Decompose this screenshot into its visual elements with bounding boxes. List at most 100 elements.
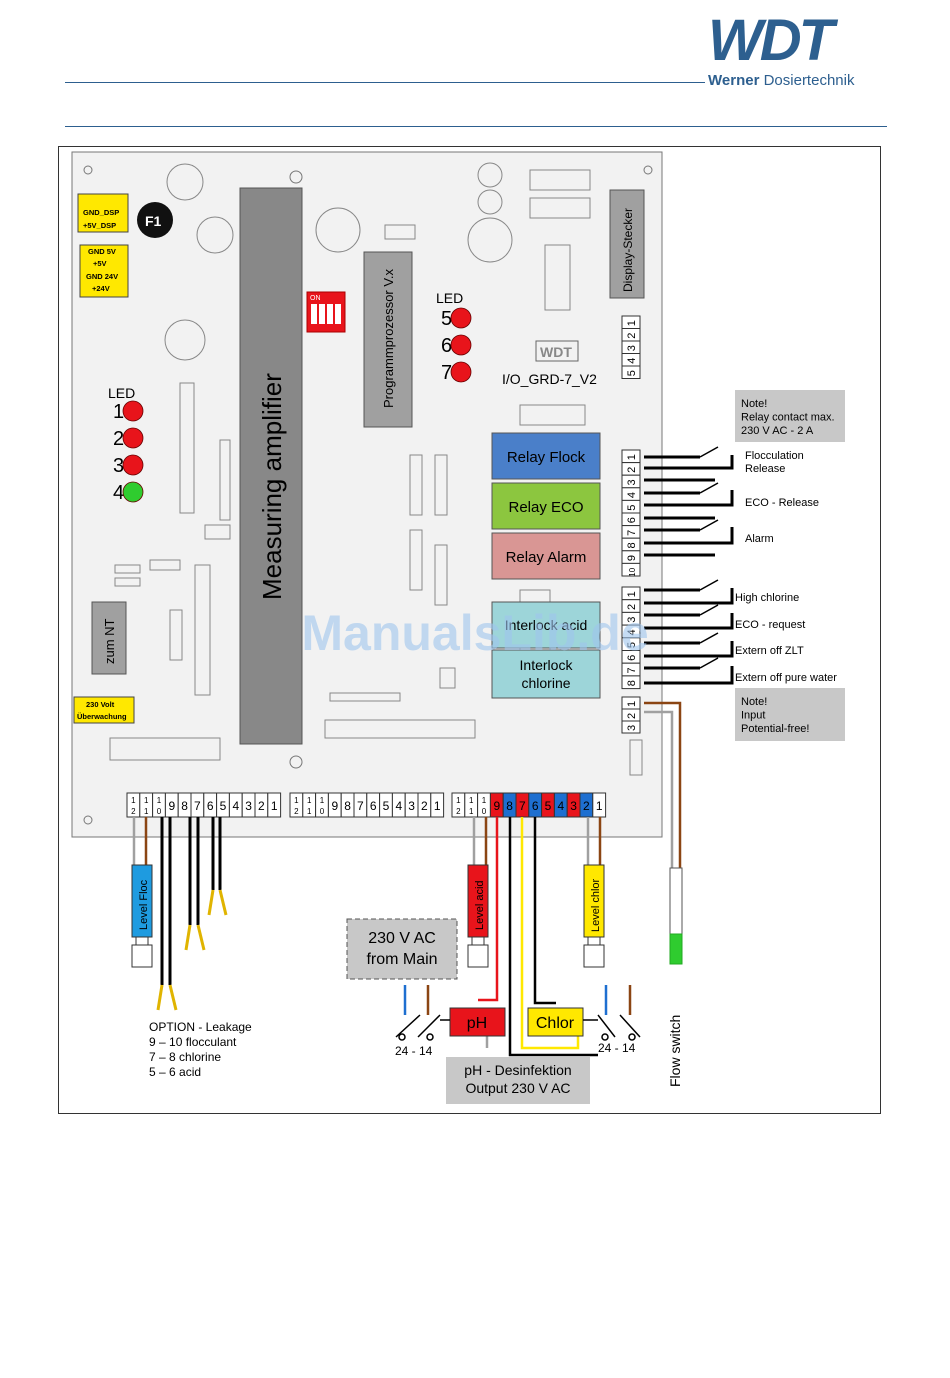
terminal-number: 1 [469, 796, 474, 805]
option-leakage-line: OPTION - Leakage [149, 1020, 252, 1034]
terminal-number: 1 [307, 807, 312, 816]
terminal-strip-flow: 123 [621, 696, 641, 734]
terminal-number: 4 [626, 492, 638, 498]
terminal-number: 1 [469, 807, 474, 816]
interlock-acid-box [491, 601, 601, 649]
program-processor-block [363, 251, 413, 428]
terminal-number: 7 [519, 799, 526, 813]
header-rule-bottom [65, 126, 887, 127]
interlock-acid-label: Interlock acid [505, 617, 587, 633]
led-indicator [122, 400, 144, 422]
range-right-label: 24 - 14 [598, 1041, 636, 1055]
note-line: Note! [741, 696, 767, 708]
note-input-box [735, 688, 845, 741]
led-number: 6 [441, 335, 452, 357]
terminal-number: 1 [626, 591, 638, 597]
interlock-chlorine-box [491, 649, 601, 699]
led-indicator [450, 307, 472, 329]
wdt-logo: WDT Werner Dosiertechnik [708, 8, 886, 90]
terminal-number: 8 [626, 680, 638, 686]
terminal-cell [621, 365, 641, 379]
display-connector [609, 189, 645, 299]
mains-label-line2: from Main [366, 951, 437, 968]
program-processor-label: Programmprozessor V.x [381, 269, 396, 408]
terminal-number: 3 [570, 799, 577, 813]
terminal-number: 6 [626, 655, 638, 661]
terminal-number: 2 [294, 807, 299, 816]
terminal-number: 3 [408, 799, 415, 813]
output-flocculation-label: Flocculation [745, 450, 804, 462]
terminal-cell [621, 675, 641, 690]
led-indicator [450, 334, 472, 356]
led-number: 7 [441, 362, 452, 384]
led-number: 5 [441, 308, 452, 330]
terminal-number: 1 [144, 807, 149, 816]
terminal-number: 2 [258, 799, 265, 813]
input-high-chlorine-label: High chlorine [735, 592, 799, 604]
terminal-number: 0 [320, 807, 325, 816]
note-line: Note! [741, 398, 767, 410]
terminal-number: 5 [220, 799, 227, 813]
ph-pump-box [449, 1007, 506, 1037]
terminal-number: 3 [626, 479, 638, 485]
terminal-number: 3 [626, 345, 638, 351]
terminal-number: 9 [493, 799, 500, 813]
note-line: Input [741, 710, 765, 722]
input-extern-off-pure-water-label: Extern off pure water [735, 672, 837, 684]
terminal-number: 7 [357, 799, 364, 813]
relay-label: Relay ECO [508, 499, 583, 516]
terminal-number: 1 [626, 454, 638, 460]
level-acid-label: Level acid [474, 880, 486, 930]
terminal-number: 6 [626, 517, 638, 523]
power-supply-connector [91, 601, 127, 675]
terminal-number: 2 [131, 807, 136, 816]
output-box [446, 1057, 590, 1104]
flow-switch-label: Flow switch [667, 1015, 683, 1087]
terminal-number: 3 [626, 617, 638, 623]
led-indicator [122, 427, 144, 449]
relay-output-wiring [644, 455, 734, 685]
option-leakage-line: 7 – 8 chlorine [149, 1050, 221, 1064]
terminal-number: 8 [181, 799, 188, 813]
ph-pump-label: pH [467, 1015, 487, 1032]
terminal-number: 6 [207, 799, 214, 813]
logo-mark: WDT [708, 8, 834, 73]
terminal-number: 2 [626, 333, 638, 339]
terminal-number: 0 [157, 807, 162, 816]
dip-switch-on-label: ON [310, 295, 321, 302]
watermark: ManualsLib.de [301, 605, 648, 661]
output-box-line2: Output 230 V AC [465, 1080, 570, 1096]
input-eco-request-label: ECO - request [735, 619, 805, 631]
terminal-number: 7 [626, 667, 638, 673]
relay-box [491, 532, 601, 580]
interlock-chlorine-label-line1: Interlock [520, 657, 574, 673]
measuring-amplifier-label: Measuring amplifier [257, 373, 287, 600]
led-group-right: 5 6 7 [441, 307, 472, 384]
terminal-number: 1 [626, 701, 638, 707]
mains-box [346, 918, 458, 980]
terminal-number: 5 [626, 370, 638, 376]
terminal-number: 4 [232, 799, 239, 813]
output-eco-release-label: ECO - Release [745, 497, 819, 509]
fuse-f1-label: F1 [145, 213, 162, 229]
option-leakage-line: 9 – 10 flocculant [149, 1035, 237, 1049]
note-line: Relay contact max. [741, 412, 835, 424]
terminal-number: 2 [626, 467, 638, 473]
led-indicator [122, 454, 144, 476]
chlor-pump-label: Chlor [536, 1015, 575, 1032]
led-number: 3 [113, 455, 124, 477]
measuring-amplifier-block [239, 187, 303, 745]
level-floc-label: Level Floc [138, 879, 150, 930]
terminal-number: 1 [626, 320, 638, 326]
note-relay-text: Note!Relay contact max.230 V AC - 2 A [741, 398, 835, 437]
diagram-frame [58, 146, 881, 1114]
terminal-number: 9 [168, 799, 175, 813]
